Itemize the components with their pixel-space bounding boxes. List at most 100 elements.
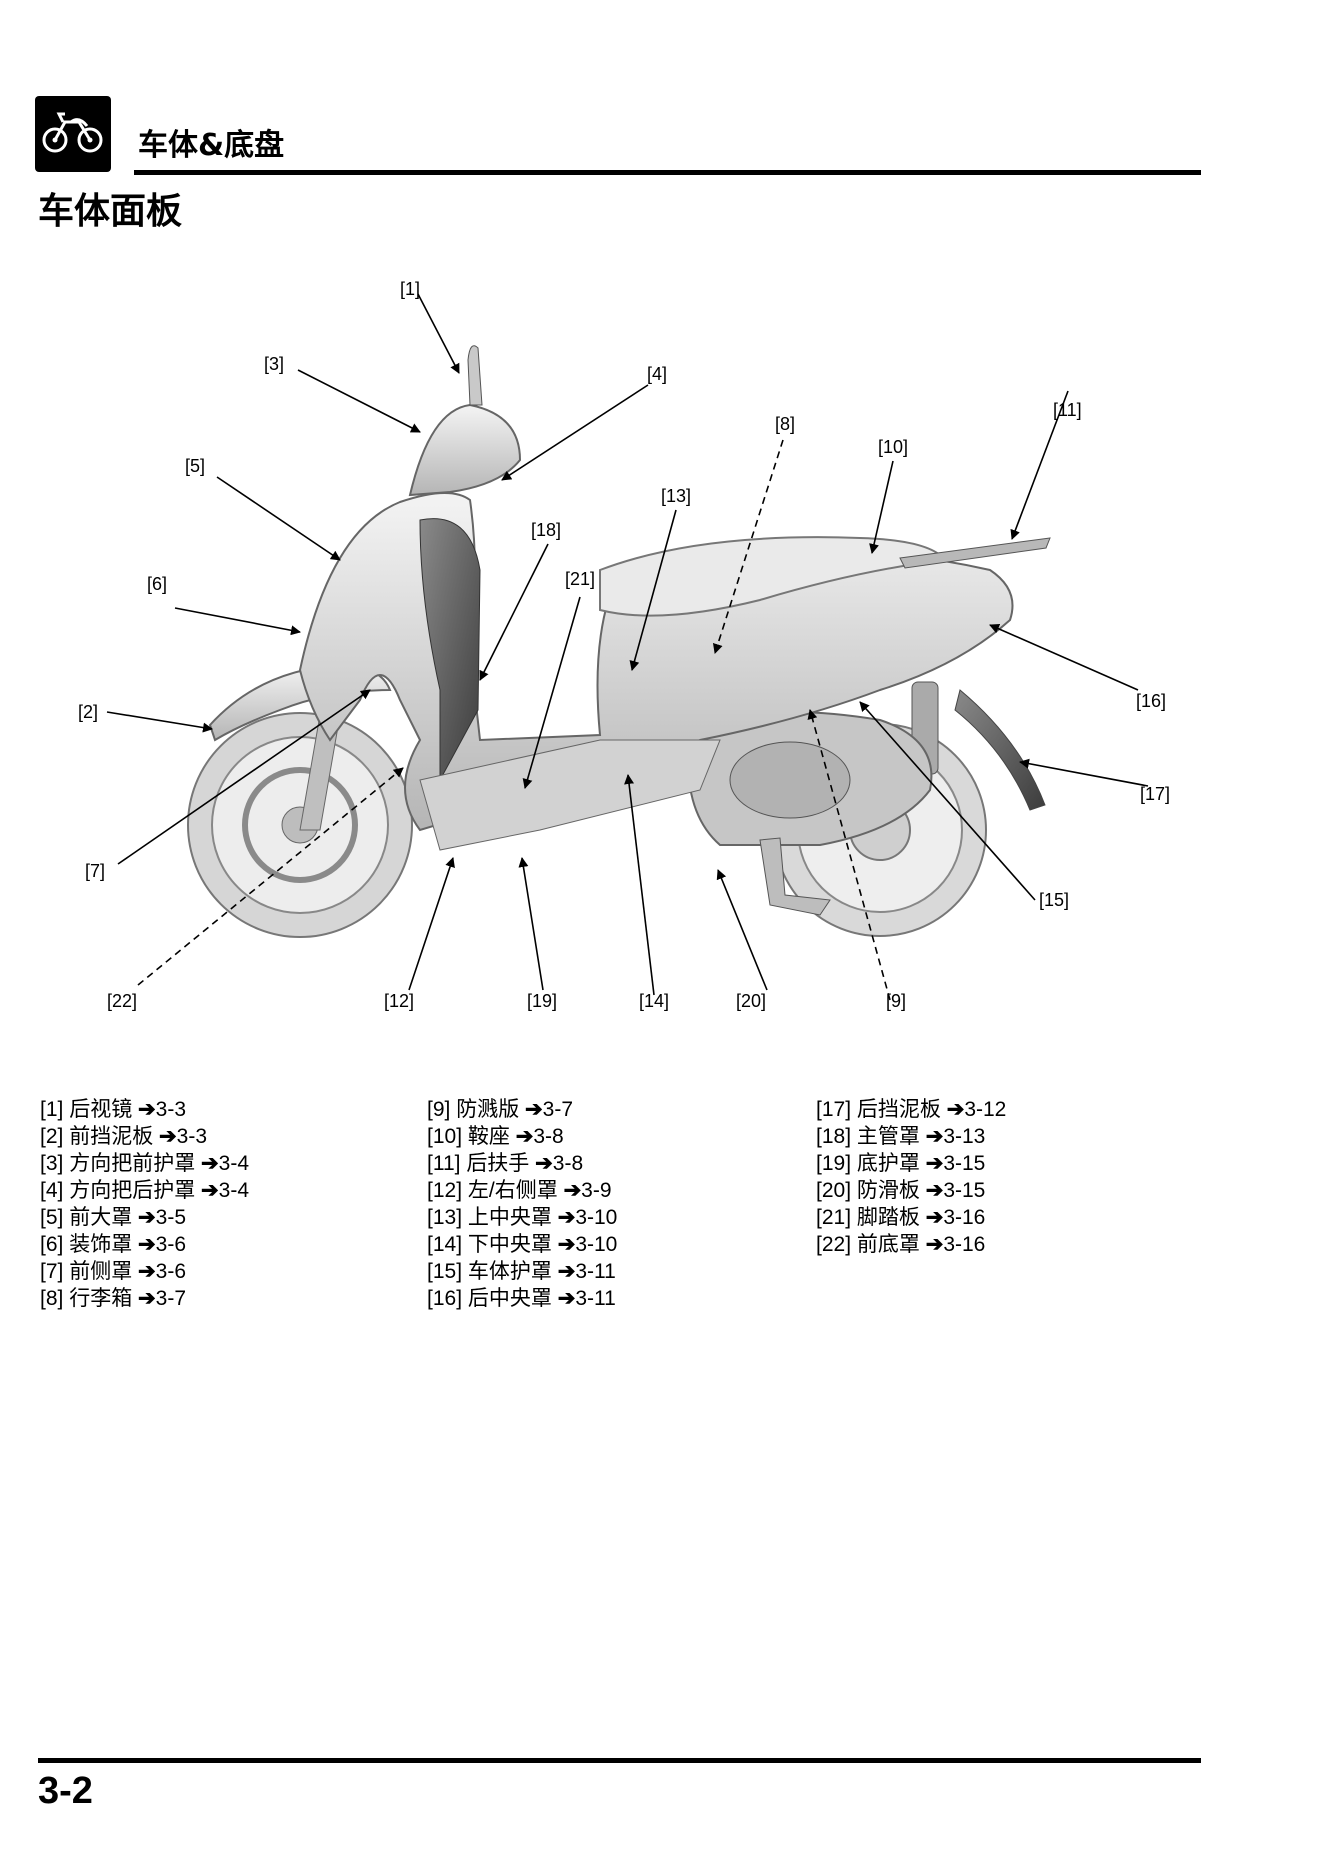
- legend-item-number: [17]: [816, 1098, 852, 1121]
- legend-item-number: [2]: [40, 1125, 64, 1148]
- legend-item: [12] 左/右侧罩 ➔3-9: [427, 1177, 617, 1204]
- legend-item-page: 3-16: [943, 1206, 986, 1229]
- legend-item-page: 3-3: [155, 1098, 187, 1121]
- callout-17: [17]: [1140, 784, 1170, 804]
- header-rule: [134, 170, 1201, 175]
- legend-item: [4] 方向把后护罩 ➔3-4: [40, 1177, 249, 1204]
- callout-12: [12]: [384, 991, 414, 1011]
- page-reference-arrow-icon: ➔: [925, 1125, 944, 1148]
- legend-item-name: 后挡泥板: [856, 1098, 941, 1121]
- legend-item-name: 脚踏板: [856, 1206, 920, 1229]
- legend-item-name: 后中央罩: [467, 1287, 552, 1310]
- page-reference-arrow-icon: ➔: [201, 1179, 219, 1202]
- callout-15: [15]: [1039, 890, 1069, 910]
- legend-item: [7] 前侧罩 ➔3-6: [40, 1258, 249, 1285]
- legend-item-number: [18]: [816, 1125, 852, 1148]
- legend-item-page: 3-15: [943, 1152, 986, 1175]
- callout-16: [16]: [1136, 691, 1166, 711]
- callout-4: [4]: [647, 364, 667, 384]
- legend-item-name: 方向把后护罩: [69, 1179, 196, 1202]
- legend-item-name: 行李箱: [69, 1287, 133, 1310]
- legend-item-page: 3-7: [542, 1098, 574, 1121]
- callout-6: [6]: [147, 574, 167, 594]
- callout-19: [19]: [527, 991, 557, 1011]
- legend-item-number: [9]: [427, 1098, 451, 1121]
- legend-item-number: [1]: [40, 1098, 64, 1121]
- legend-item-number: [19]: [816, 1152, 852, 1175]
- page-reference-arrow-icon: ➔: [515, 1125, 534, 1148]
- legend-item-name: 底护罩: [856, 1152, 920, 1175]
- mirror: [467, 345, 483, 406]
- scooter-body-panel-diagram: [1] [2] [3] [4] [5] [6] [7] [8] [9] [10]…: [78, 279, 1170, 1011]
- legend-item-page: 3-15: [943, 1179, 986, 1202]
- legend-item-number: [20]: [816, 1179, 852, 1202]
- page-reference-arrow-icon: ➔: [557, 1287, 576, 1310]
- callout-1: [1]: [400, 279, 420, 299]
- legend-item-page: 3-6: [155, 1233, 187, 1256]
- legend-item-page: 3-11: [575, 1287, 616, 1310]
- legend-item-name: 左/右侧罩: [467, 1179, 558, 1202]
- legend-item: [9] 防溅版 ➔3-7: [427, 1096, 617, 1123]
- legend-item: [14] 下中央罩 ➔3-10: [427, 1231, 617, 1258]
- legend-item-page: 3-10: [575, 1206, 618, 1229]
- leader-lines: [106, 293, 1149, 1001]
- page-reference-arrow-icon: ➔: [138, 1260, 156, 1283]
- page-reference-arrow-icon: ➔: [925, 1206, 944, 1229]
- legend-item: [17] 后挡泥板 ➔3-12: [816, 1096, 1006, 1123]
- legend-column-2: [9] 防溅版 ➔3-7[10] 鞍座 ➔3-8[11] 后扶手 ➔3-8[12…: [427, 1096, 617, 1312]
- legend-item-page: 3-4: [218, 1179, 250, 1202]
- legend-item: [8] 行李箱 ➔3-7: [40, 1285, 249, 1312]
- page-number: 3-2: [38, 1770, 93, 1812]
- legend-item-number: [10]: [427, 1125, 463, 1148]
- page-reference-arrow-icon: ➔: [138, 1287, 156, 1310]
- rear-mudguard: [954, 689, 1046, 811]
- legend-item-number: [16]: [427, 1287, 463, 1310]
- legend-item-page: 3-4: [218, 1152, 250, 1175]
- legend-item: [6] 装饰罩 ➔3-6: [40, 1231, 249, 1258]
- page-reference-arrow-icon: ➔: [138, 1233, 156, 1256]
- main-stand: [759, 837, 831, 916]
- legend-item: [1] 后视镜 ➔3-3: [40, 1096, 249, 1123]
- legend-item-number: [6]: [40, 1233, 64, 1256]
- legend-item-name: 前底罩: [856, 1233, 920, 1256]
- page-reference-arrow-icon: ➔: [925, 1233, 944, 1256]
- legend-item-page: 3-10: [575, 1233, 618, 1256]
- legend-item-page: 3-6: [155, 1260, 187, 1283]
- callout-10: [10]: [878, 437, 908, 457]
- legend-item-name: 下中央罩: [467, 1233, 552, 1256]
- legend-item-number: [8]: [40, 1287, 64, 1310]
- page-reference-arrow-icon: ➔: [563, 1179, 582, 1202]
- page-reference-arrow-icon: ➔: [138, 1098, 156, 1121]
- legend-item-name: 前侧罩: [69, 1260, 133, 1283]
- callout-7: [7]: [85, 861, 105, 881]
- legend-item-page: 3-3: [176, 1125, 208, 1148]
- legend-item: [18] 主管罩 ➔3-13: [816, 1123, 1006, 1150]
- legend-item-number: [7]: [40, 1260, 64, 1283]
- legend-item-number: [11]: [427, 1152, 461, 1175]
- legend-item-number: [5]: [40, 1206, 64, 1229]
- page-reference-arrow-icon: ➔: [925, 1179, 944, 1202]
- legend-item-page: 3-16: [943, 1233, 986, 1256]
- page-reference-arrow-icon: ➔: [946, 1098, 965, 1121]
- page-reference-arrow-icon: ➔: [925, 1152, 944, 1175]
- callout-22: [22]: [107, 991, 137, 1011]
- page-reference-arrow-icon: ➔: [557, 1260, 576, 1283]
- callout-8: [8]: [775, 414, 795, 434]
- legend-item-name: 上中央罩: [467, 1206, 552, 1229]
- legend-item-name: 主管罩: [856, 1125, 920, 1148]
- page-title: 车体面板: [38, 191, 183, 232]
- legend-item-page: 3-13: [943, 1125, 986, 1148]
- legend-item-number: [14]: [427, 1233, 463, 1256]
- legend-item-name: 鞍座: [467, 1125, 510, 1148]
- motorcycle-icon: [42, 112, 103, 153]
- legend-item-page: 3-8: [552, 1152, 584, 1175]
- scooter-illustration: [187, 345, 1051, 938]
- legend-column-1: [1] 后视镜 ➔3-3[2] 前挡泥板 ➔3-3[3] 方向把前护罩 ➔3-4…: [40, 1096, 249, 1312]
- floorboard: [419, 739, 721, 851]
- callout-9: [9]: [886, 991, 906, 1011]
- legend-item: [19] 底护罩 ➔3-15: [816, 1150, 1006, 1177]
- legend-item: [3] 方向把前护罩 ➔3-4: [40, 1150, 249, 1177]
- legend-item: [5] 前大罩 ➔3-5: [40, 1204, 249, 1231]
- legend-item-name: 防滑板: [856, 1179, 920, 1202]
- callout-20: [20]: [736, 991, 766, 1011]
